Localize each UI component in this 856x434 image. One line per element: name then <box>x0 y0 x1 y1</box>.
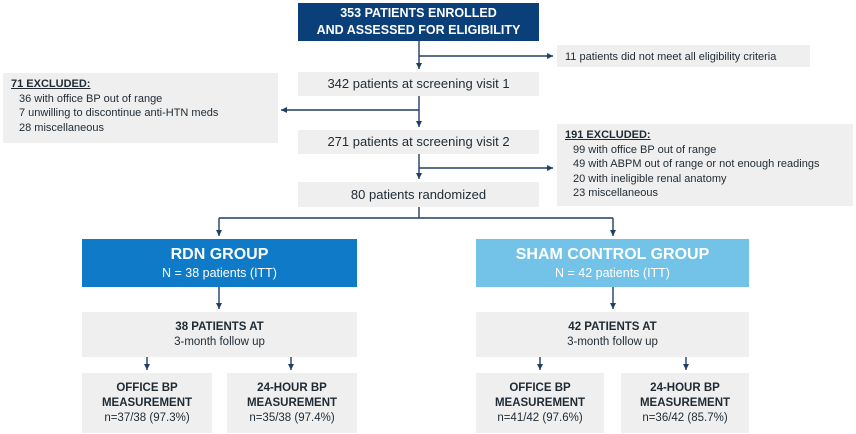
rdn-followup-title: 38 PATIENTS AT <box>175 320 264 333</box>
rdn-office-bp-subtitle: MEASUREMENT <box>101 396 193 409</box>
rdn-followup-box: 38 PATIENTS AT 3-month follow up <box>82 312 357 357</box>
sham-group-box: SHAM CONTROL GROUP N = 42 patients (ITT) <box>476 239 749 287</box>
enrolled-box: 353 PATIENTS ENROLLED AND ASSESSED FOR E… <box>298 3 539 41</box>
enrolled-line-2: AND ASSESSED FOR ELIGIBILITY <box>316 23 521 37</box>
randomized-box: 80 patients randomized <box>298 182 539 207</box>
excluded-2-item: 99 with office BP out of range <box>573 143 717 156</box>
sham-followup-box: 42 PATIENTS AT 3-month follow up <box>476 312 749 357</box>
excluded-2-item: 20 with ineligible renal anatomy <box>573 172 727 185</box>
not-eligible-box: 11 patients did not meet all eligibility… <box>557 45 810 67</box>
excluded-1-title: 71 EXCLUDED: <box>11 78 91 90</box>
sham-office-bp-title: OFFICE BP <box>509 381 571 394</box>
sham-24h-bp-subtitle: MEASUREMENT <box>639 396 731 409</box>
rdn-followup-subtitle: 3-month follow up <box>174 335 265 348</box>
rdn-group-title: RDN GROUP <box>170 246 269 263</box>
rdn-office-bp-title: OFFICE BP <box>116 381 178 394</box>
excluded-2-item: 23 miscellaneous <box>573 187 658 199</box>
excluded-2-title: 191 EXCLUDED: <box>565 129 651 141</box>
sham-24h-bp-title: 24-HOUR BP <box>650 381 720 394</box>
rdn-group-subtitle: N = 38 patients (ITT) <box>162 266 277 280</box>
rdn-office-bp-count: n=37/38 (97.3%) <box>104 411 190 424</box>
rdn-group-box: RDN GROUP N = 38 patients (ITT) <box>82 239 357 287</box>
rdn-24h-bp-subtitle: MEASUREMENT <box>246 396 338 409</box>
screening-2-text: 271 patients at screening visit 2 <box>327 134 510 149</box>
sham-followup-title: 42 PATIENTS AT <box>568 320 657 333</box>
sham-office-bp-box: OFFICE BP MEASUREMENT n=41/42 (97.6%) <box>476 373 604 433</box>
sham-followup-subtitle: 3-month follow up <box>567 335 658 348</box>
excluded-2-box: 191 EXCLUDED: 99 with office BP out of r… <box>557 124 853 206</box>
excluded-2-item: 49 with ABPM out of range or not enough … <box>573 158 820 170</box>
sham-group-subtitle: N = 42 patients (ITT) <box>555 266 670 280</box>
sham-office-bp-subtitle: MEASUREMENT <box>494 396 586 409</box>
excluded-1-item: 7 unwilling to discontinue anti-HTN meds <box>19 107 219 119</box>
screening-2-box: 271 patients at screening visit 2 <box>298 130 539 154</box>
enrolled-line-1: 353 PATIENTS ENROLLED <box>340 6 497 20</box>
sham-group-title: SHAM CONTROL GROUP <box>515 246 710 263</box>
excluded-1-item: 28 miscellaneous <box>19 121 104 134</box>
randomized-text: 80 patients randomized <box>350 186 487 202</box>
excluded-1-box: 71 EXCLUDED: 36 with office BP out of ra… <box>3 73 278 143</box>
rdn-24h-bp-box: 24-HOUR BP MEASUREMENT n=35/38 (97.4%) <box>227 373 357 433</box>
rdn-office-bp-box: OFFICE BP MEASUREMENT n=37/38 (97.3%) <box>82 373 212 433</box>
sham-24h-bp-count: n=36/42 (85.7%) <box>642 411 728 424</box>
screening-1-box: 342 patients at screening visit 1 <box>298 72 539 96</box>
screening-1-text: 342 patients at screening visit 1 <box>327 76 510 91</box>
rdn-24h-bp-count: n=35/38 (97.4%) <box>249 411 335 424</box>
sham-24h-bp-box: 24-HOUR BP MEASUREMENT n=36/42 (85.7%) <box>621 373 749 433</box>
excluded-1-item: 36 with office BP out of range <box>19 92 163 105</box>
not-eligible-text: 11 patients did not meet all eligibility… <box>565 51 777 63</box>
sham-office-bp-count: n=41/42 (97.6%) <box>497 411 583 424</box>
rdn-24h-bp-title: 24-HOUR BP <box>257 381 327 394</box>
